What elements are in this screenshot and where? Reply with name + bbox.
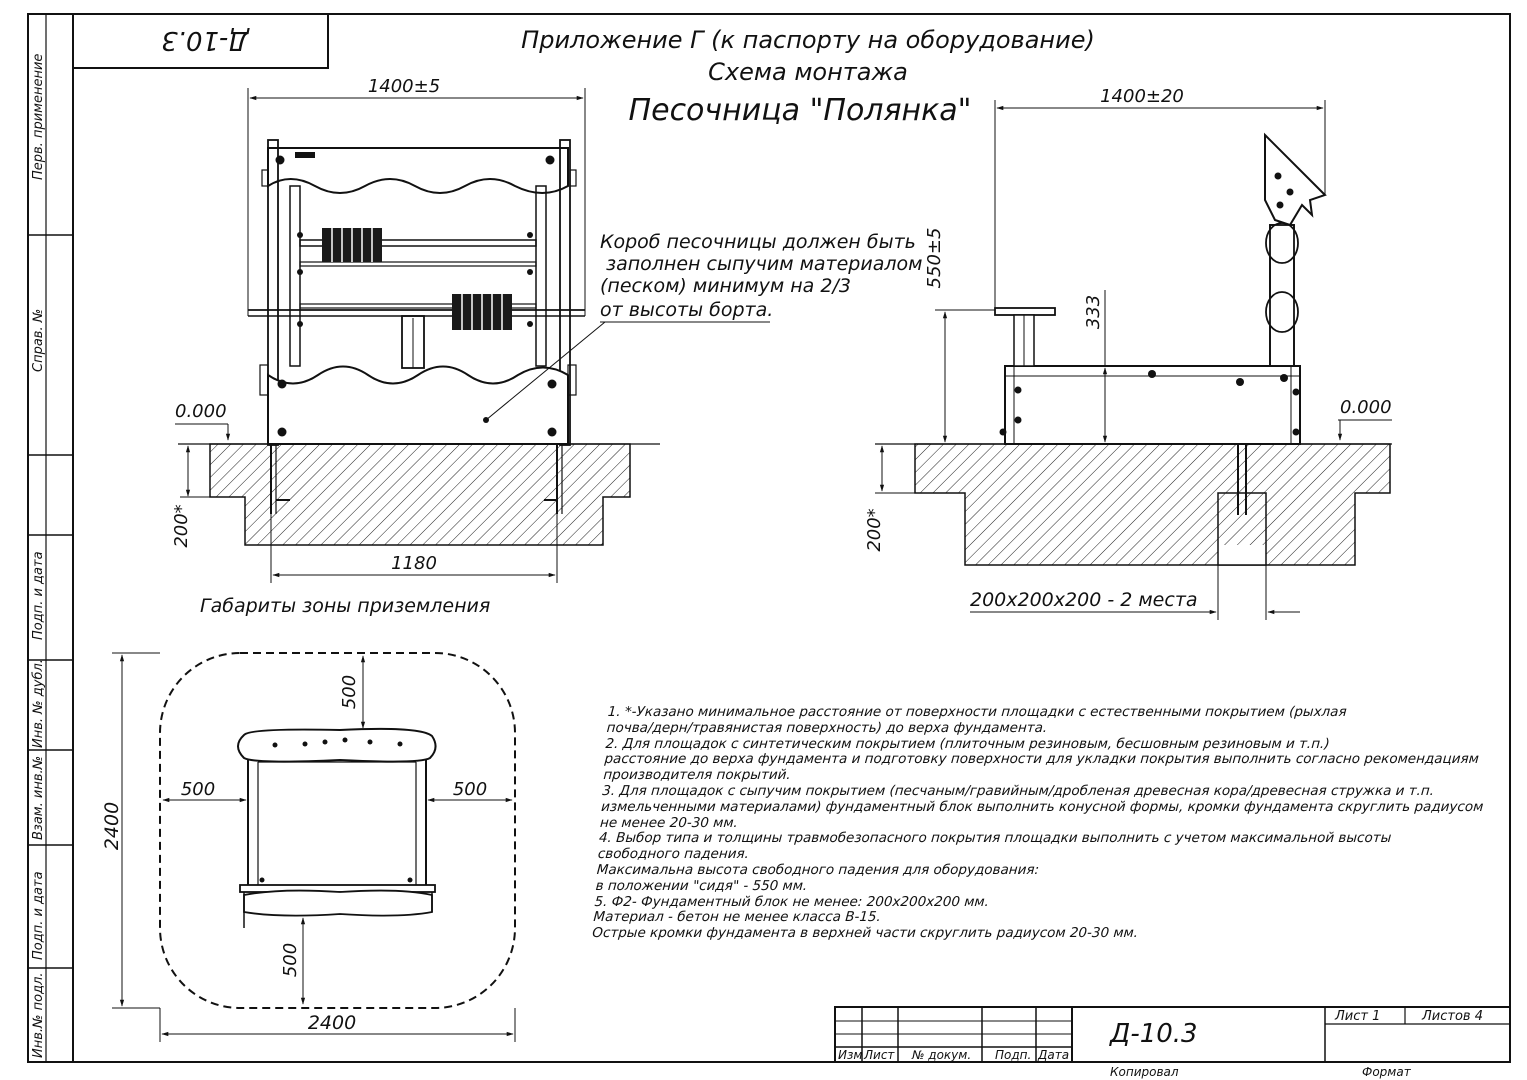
copied-label: Копировал — [1110, 1065, 1179, 1079]
side-width-dim: 1400±20 — [1100, 86, 1184, 107]
sand-note-line4: от высоты борта. — [600, 299, 773, 321]
note-line: расстояние до верха фундамента и подгото… — [603, 751, 1480, 768]
front-depth-dim: 200* — [171, 504, 192, 547]
front-view: 1400±5 0.000 200* 1180 — [171, 76, 770, 583]
sheets-total: Листов 4 — [1421, 1009, 1483, 1024]
code-box-text: Д-10.3 — [161, 25, 250, 55]
title-block: Изм Лист № докум. Подп. Дата Д-10.3 Лист… — [834, 1006, 1511, 1079]
sheet-number: Лист 1 — [1334, 1009, 1380, 1024]
front-level-mark: 0.000 — [175, 401, 227, 422]
format-label: Формат — [1362, 1065, 1412, 1079]
plan-bottom-margin: 500 — [280, 943, 301, 977]
note-line: почва/дерн/травянистая поверхность) до в… — [606, 719, 1048, 736]
sheet-frame — [27, 13, 1511, 1063]
sand-note-line2: заполнен сыпучим материалом — [606, 253, 922, 275]
sand-note-line3: (песком) минимум на 2/3 — [600, 275, 851, 297]
side-view: 1400±20 550±5 333 0.000 200* 200х200х200… — [864, 86, 1392, 620]
plan-top-margin: 500 — [339, 675, 360, 709]
note-line: измельченными материалами) фундаментный … — [600, 798, 1484, 815]
margin-perv-label: Перв. применение — [31, 54, 46, 180]
title-block-code: Д-10.3 — [1109, 1019, 1198, 1049]
note-line: 1. *-Указано минимальное расстояние от п… — [607, 704, 1348, 720]
note-line: в положении "сидя" - 550 мм. — [595, 877, 808, 894]
margin-podp2-label: Подп. и дата — [31, 871, 46, 960]
side-height-dim: 550±5 — [924, 228, 945, 289]
title-line1: Приложение Г (к паспорту на оборудование… — [521, 26, 1095, 54]
margin-sprav-label: Справ. № — [31, 309, 46, 372]
note-line: Материал - бетон не менее класса В-15. — [592, 909, 882, 926]
side-depth-dim: 200* — [864, 508, 885, 551]
note-line: 3. Для площадок с сыпучим покрытием (пес… — [601, 782, 1435, 799]
front-width-dim: 1400±5 — [368, 76, 440, 97]
plan-height-dim: 2400 — [101, 802, 123, 850]
note-line: свободного падения. — [597, 846, 750, 863]
plan-left-margin: 500 — [181, 779, 215, 800]
title-line3: Песочница "Полянка" — [629, 93, 972, 128]
foundation-label: 200х200х200 - 2 места — [970, 589, 1198, 611]
plan-view: 500 500 500 500 2400 2400 — [101, 652, 516, 1042]
installation-notes: 1. *-Указано минимальное расстояние от п… — [591, 704, 1519, 942]
col-podp: Подп. — [995, 1048, 1031, 1062]
margin-vzam-label: Взам. инв.№ — [31, 756, 46, 840]
side-inner-dim: 333 — [1083, 295, 1104, 329]
note-line: производителя покрытий. — [602, 767, 792, 784]
note-line: Максимальна высота свободного падения дл… — [596, 861, 1040, 878]
sand-note-line1: Короб песочницы должен быть — [600, 231, 916, 253]
note-line: не менее 20-30 мм. — [599, 814, 739, 831]
note-line: 4. Выбор типа и толщины травмобезопасног… — [598, 830, 1392, 847]
note-line: 5. Ф2- Фундаментный блок не менее: 200х2… — [593, 893, 990, 910]
col-izm: Изм — [838, 1048, 862, 1062]
col-date: Дата — [1037, 1048, 1069, 1062]
plan-width-dim: 2400 — [308, 1012, 356, 1034]
front-base-dim: 1180 — [391, 553, 437, 574]
note-line: 2. Для площадок с синтетическим покрытие… — [605, 735, 1331, 752]
note-line: Острые кромки фундамента в верхней части… — [591, 925, 1139, 942]
margin-inv-podl-label: Инв.№ подл. — [31, 972, 46, 1058]
col-doc: № докум. — [911, 1048, 971, 1062]
code-box: Д-10.3 — [72, 13, 329, 69]
margin-inv-dubl-label: Инв. № дубл. — [31, 659, 46, 748]
zone-caption: Габариты зоны приземления — [200, 595, 490, 617]
margin-podp1-label: Подп. и дата — [31, 551, 46, 640]
col-list: Лист — [863, 1048, 895, 1062]
side-level-mark: 0.000 — [1340, 397, 1392, 418]
plan-right-margin: 500 — [453, 779, 487, 800]
title-line2: Схема монтажа — [708, 58, 908, 86]
